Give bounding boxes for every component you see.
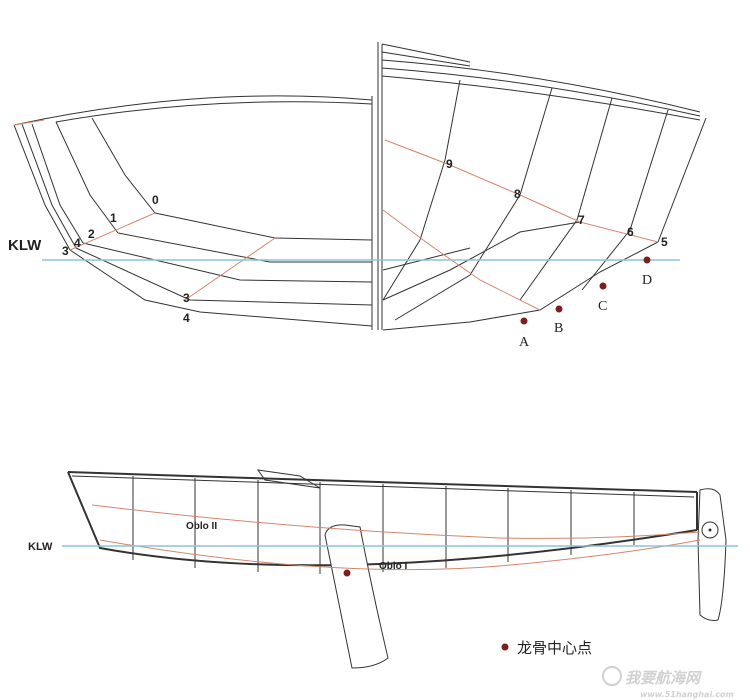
stern-wl-1 [382,221,581,301]
station-curve-2 [31,123,84,244]
sheer-profile [67,471,698,493]
station-label-8: 8 [514,187,521,201]
stern-bottom-outline [382,241,659,331]
sheer-r5 [381,75,701,121]
station-curve-4 [13,124,71,251]
diagonal-lower [382,209,541,311]
diagonal-upper [384,139,659,243]
klw-label-top: KLW [8,237,42,254]
station-5 [657,117,707,243]
sheer-r3 [381,59,701,113]
stern-diagonals [382,139,659,311]
bow-sections-view [13,95,373,330]
station-label-6: 6 [627,225,634,239]
keel-point-c-marker [599,282,607,290]
station-label-4b: 4 [183,311,190,325]
station-label-1: 1 [110,211,117,225]
sheer-r2 [381,51,471,67]
keel-center-marker-side [343,569,351,577]
watermark-text-cn: 我要航海网 [625,669,703,687]
station-label-5: 5 [661,235,668,249]
watermark-logo-icon [602,666,622,686]
watermark: 我要航海网 www.51hanghai.com [602,666,734,699]
station-6 [581,109,669,291]
sheer-r4 [381,67,701,117]
oblo-ii-label: Oblo II [186,521,217,532]
bow-diagonals [13,119,276,301]
station-curve-0 [91,117,156,214]
station-label-9: 9 [446,157,453,171]
side-oblo-lines [91,504,701,571]
station-label-3b: 3 [183,291,190,305]
station-label-4: 4 [74,236,81,250]
oblo-ii-line [91,504,701,539]
klw-label-side: KLW [28,541,53,553]
station-label-0: 0 [152,193,159,207]
sheer-line-inner [55,101,373,123]
keel-point-b-marker [555,305,563,313]
station-label-3: 3 [62,244,69,258]
waterline-upper [154,212,373,241]
diagonal-stub [13,119,45,126]
waterline-mid [117,232,372,263]
diagonal-a [69,212,156,251]
waterline-low [82,242,373,283]
legend-marker-dot [501,643,509,651]
rudder-pivot-dot [708,528,712,532]
diagonal-b [184,237,276,301]
station-9 [382,79,461,301]
watermark-text-en: www.51hanghai.com [640,690,734,699]
oblo-i-line [99,539,701,571]
oblo-i-label: Oblo I [379,561,408,572]
waterline-bottom [75,247,373,306]
keel-point-b-label: B [554,321,563,336]
sheer-inner [71,475,695,498]
station-label-7: 7 [578,213,585,227]
keel-fin [324,524,389,669]
keel-point-c-label: C [598,299,607,314]
keel-line [69,249,373,327]
keel-point-d-marker [643,256,651,264]
keel-point-a-label: A [519,335,530,350]
station-curve-1 [55,121,119,234]
sheer-line [13,95,373,126]
station-8 [394,87,553,321]
station-7 [519,97,613,301]
keel-point-a-marker [520,317,528,325]
stern-wl-2 [382,247,471,271]
legend-label: 龙骨中心点 [517,639,592,657]
stern-sections-view [377,42,707,331]
station-curve-3 [21,123,77,249]
station-label-2: 2 [88,227,95,241]
sheer-r1 [381,43,471,63]
rudder [697,488,727,621]
keel-point-d-label: D [642,273,652,288]
